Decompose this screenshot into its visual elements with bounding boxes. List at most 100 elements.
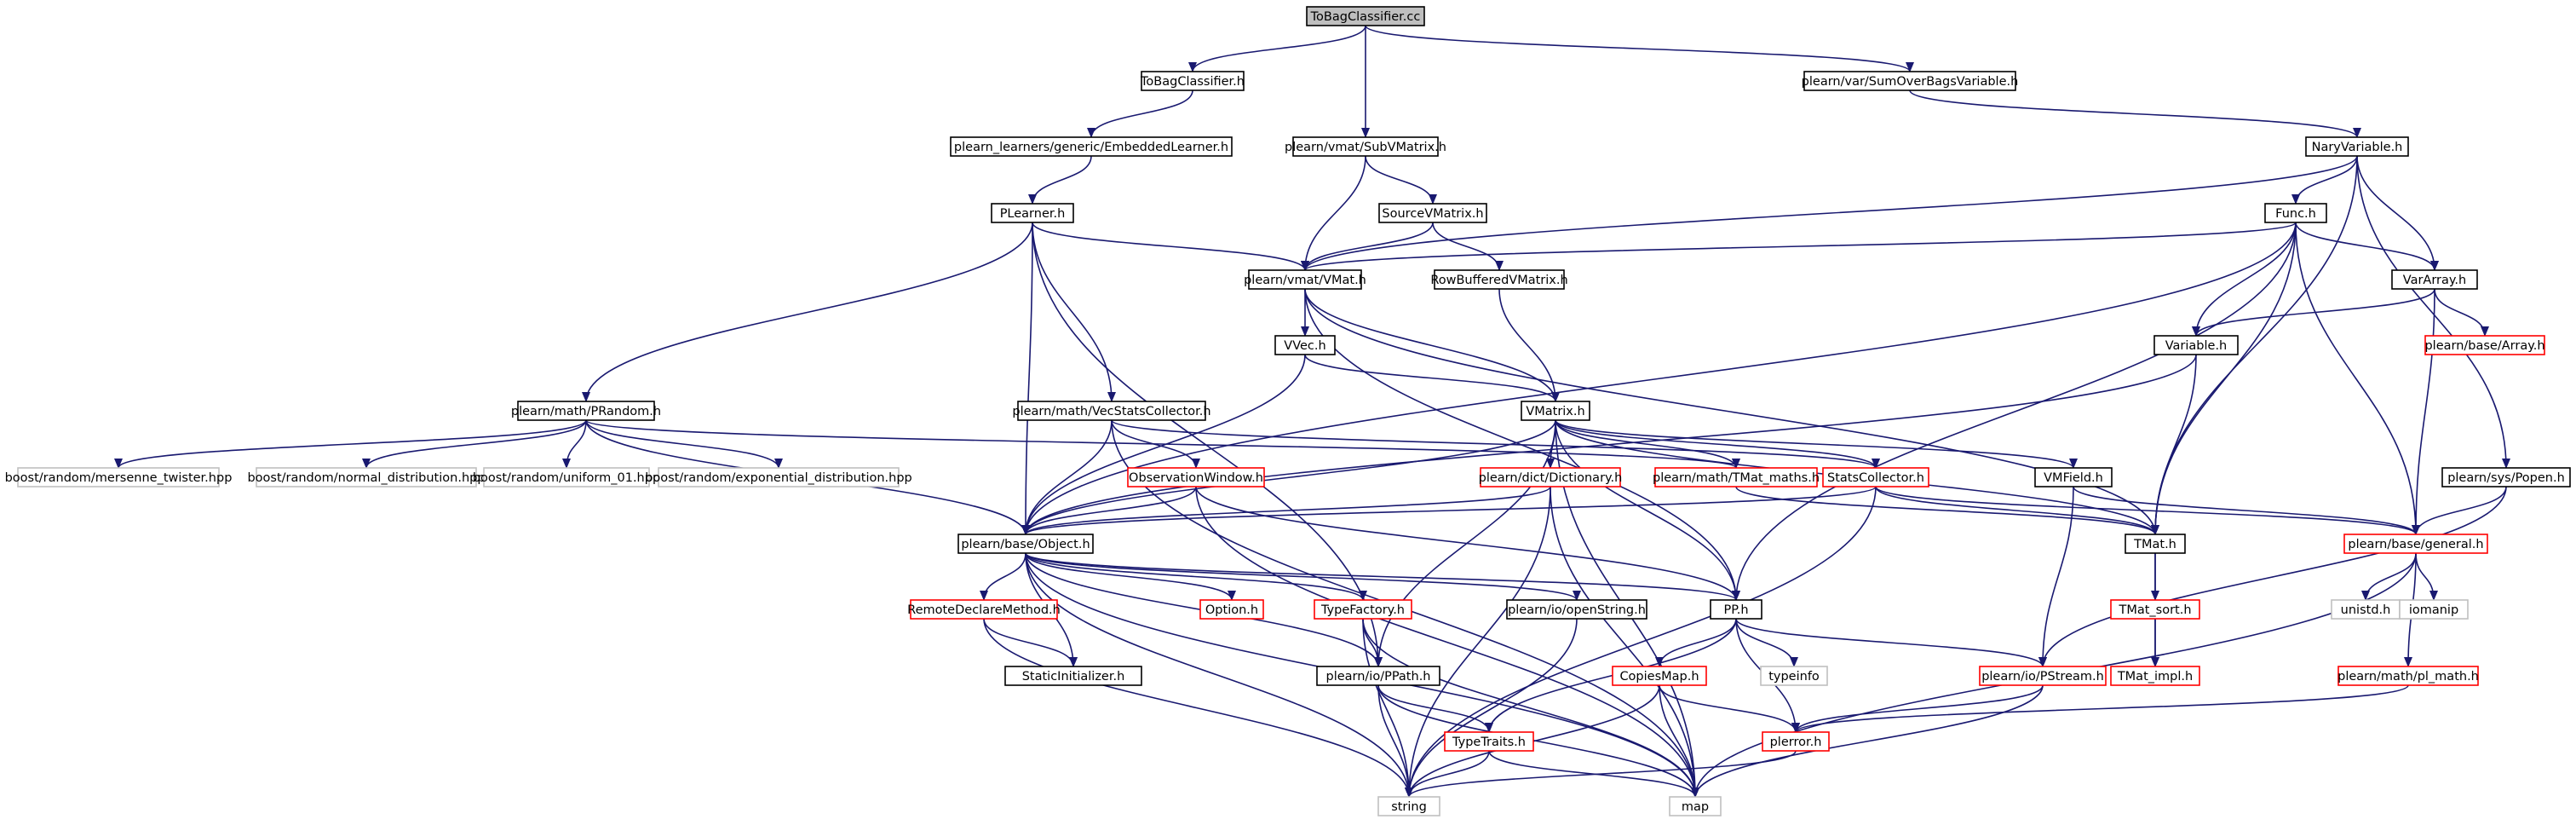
node-label: map (1682, 800, 1709, 814)
edge-object-to-typefactory (1025, 552, 1367, 601)
node-copiesmap[interactable]: CopiesMap.h (1612, 666, 1707, 686)
edge-vmat-to-tmat (1304, 288, 2159, 535)
node-label: Option.h (1205, 603, 1258, 617)
node-submat[interactable]: plearn/vmat/SubVMatrix.h (1285, 136, 1446, 157)
node-map[interactable]: map (1669, 796, 1722, 816)
node-label: VarArray.h (2403, 274, 2466, 287)
node-label: TMat.h (2133, 538, 2176, 551)
node-remote[interactable]: RemoteDeclareMethod.h (907, 599, 1061, 620)
edge-vmatrix-to-pph (1555, 419, 1740, 601)
edge-pstream-to-perror (1791, 684, 2044, 733)
node-expo[interactable]: boost/random/exponential_distribution.hp… (645, 467, 912, 488)
node-tbc[interactable]: ToBagClassifier.h (1140, 71, 1245, 91)
node-embedded[interactable]: plearn_learners/generic/EmbeddedLearner.… (950, 136, 1233, 157)
node-label: plearn/io/PPath.h (1325, 670, 1430, 684)
node-box (1669, 796, 1722, 816)
node-tmatsort[interactable]: TMat_sort.h (2110, 599, 2200, 620)
node-array[interactable]: plearn/base/Array.h (2424, 335, 2545, 355)
edge-rowbuf-to-vmatrix (1498, 288, 1560, 402)
node-tmatmaths[interactable]: plearn/math/TMat_maths.h (1653, 467, 1820, 488)
node-uniform[interactable]: boost/random/uniform_01.hpp (473, 467, 660, 488)
edge-pph-to-pstream (1735, 618, 2047, 667)
node-vvec[interactable]: VVec.h (1274, 335, 1336, 355)
node-option[interactable]: Option.h (1199, 599, 1264, 620)
node-plmath[interactable]: plearn/math/pl_math.h (2337, 666, 2479, 686)
node-prandom[interactable]: plearn/math/PRandom.h (511, 401, 661, 421)
edge-plearner-to-vecstats (1032, 222, 1116, 402)
node-obswin[interactable]: ObservationWindow.h (1127, 467, 1265, 488)
node-label: typeinfo (1768, 670, 1820, 684)
node-typetraits[interactable]: TypeTraits.h (1444, 731, 1534, 752)
node-vararray[interactable]: VarArray.h (2391, 269, 2478, 290)
node-box (2441, 467, 2571, 488)
node-box (2153, 335, 2239, 355)
node-box (2399, 599, 2469, 620)
edge-dict-to-object (1021, 486, 1551, 535)
node-label: plearn/base/general.h (2348, 538, 2483, 551)
node-iomanip[interactable]: iomanip (2399, 599, 2469, 620)
node-unistd[interactable]: unistd.h (2331, 599, 2401, 620)
edge-openstring-to-string (1405, 618, 1578, 798)
node-pph[interactable]: PP.h (1710, 599, 1762, 620)
node-label: plerror.h (1770, 736, 1822, 749)
node-vmfield[interactable]: VMField.h (2034, 467, 2113, 488)
edge-statscol-to-object (1021, 486, 1877, 535)
node-box (1378, 203, 1487, 223)
node-box (2264, 203, 2327, 223)
node-vmat[interactable]: plearn/vmat/VMat.h (1244, 269, 1366, 290)
node-normal[interactable]: boost/random/normal_distribution.hpp (247, 467, 486, 488)
node-plearner[interactable]: PLearner.h (991, 203, 1074, 223)
node-func[interactable]: Func.h (2264, 203, 2327, 223)
node-sumover[interactable]: plearn/var/SumOverBagsVariable.h (1802, 71, 2019, 91)
node-general[interactable]: plearn/base/general.h (2343, 534, 2488, 554)
node-box (950, 136, 1233, 157)
node-box (517, 401, 655, 421)
node-label: boost/random/mersenne_twister.hpp (5, 471, 233, 485)
node-label: RowBufferedVMatrix.h (1430, 274, 1567, 287)
node-box (1316, 666, 1440, 686)
node-box (1127, 467, 1265, 488)
edge-vararray-to-variable (2192, 288, 2435, 337)
node-openstring[interactable]: plearn/io/openString.h (1506, 599, 1647, 620)
edge-remote-to-staticinit (983, 618, 1078, 667)
node-label: PLearner.h (1000, 207, 1066, 221)
node-root[interactable]: ToBagClassifier.cc (1306, 6, 1425, 26)
node-object[interactable]: plearn/base/Object.h (957, 534, 1094, 554)
node-vecstats[interactable]: plearn/math/VecStatsCollector.h (1012, 401, 1211, 421)
node-typefactory[interactable]: TypeFactory.h (1314, 599, 1412, 620)
node-typeinfo[interactable]: typeinfo (1760, 666, 1828, 686)
node-tmat[interactable]: TMat.h (2125, 534, 2186, 554)
node-popen[interactable]: plearn/sys/Popen.h (2441, 467, 2571, 488)
node-ppath[interactable]: plearn/io/PPath.h (1316, 666, 1440, 686)
node-label: plearn/io/PStream.h (1981, 670, 2104, 684)
node-tmatimpl[interactable]: TMat_impl.h (2110, 666, 2200, 686)
node-vmatrix[interactable]: VMatrix.h (1521, 401, 1590, 421)
node-rowbuf[interactable]: RowBufferedVMatrix.h (1430, 269, 1568, 290)
node-pstream[interactable]: plearn/io/PStream.h (1979, 666, 2107, 686)
edge-tmatmaths-to-tmat (1735, 486, 2159, 535)
node-variable[interactable]: Variable.h (2153, 335, 2239, 355)
edge-popen-to-general (2412, 486, 2507, 535)
node-box (1760, 666, 1828, 686)
node-naryvar[interactable]: NaryVariable.h (2305, 136, 2409, 157)
node-statscol[interactable]: StatsCollector.h (1822, 467, 1929, 488)
node-staticinit[interactable]: StaticInitializer.h (1004, 666, 1142, 686)
edge-func-to-pph (1732, 222, 2297, 601)
edge-plearner-to-object (1021, 222, 1033, 535)
edge-sourcevm-to-rowbuf (1432, 222, 1504, 271)
node-label: NaryVariable.h (2312, 141, 2403, 154)
node-label: CopiesMap.h (1619, 670, 1699, 684)
edge-vmat-to-vmatrix (1304, 288, 1560, 402)
edge-vmfield-to-general (2073, 486, 2420, 535)
node-sourcevm[interactable]: SourceVMatrix.h (1378, 203, 1487, 223)
node-box (1248, 269, 1362, 290)
edge-sourcevm-to-vmat (1301, 222, 1434, 271)
node-string[interactable]: string (1377, 796, 1440, 816)
node-box (658, 467, 900, 488)
node-box (2125, 534, 2186, 554)
node-label: TMat_impl.h (2117, 670, 2193, 684)
node-dict[interactable]: plearn/dict/Dictionary.h (1479, 467, 1623, 488)
node-perror[interactable]: plerror.h (1762, 731, 1830, 752)
node-mersenne[interactable]: boost/random/mersenne_twister.hpp (5, 467, 233, 488)
